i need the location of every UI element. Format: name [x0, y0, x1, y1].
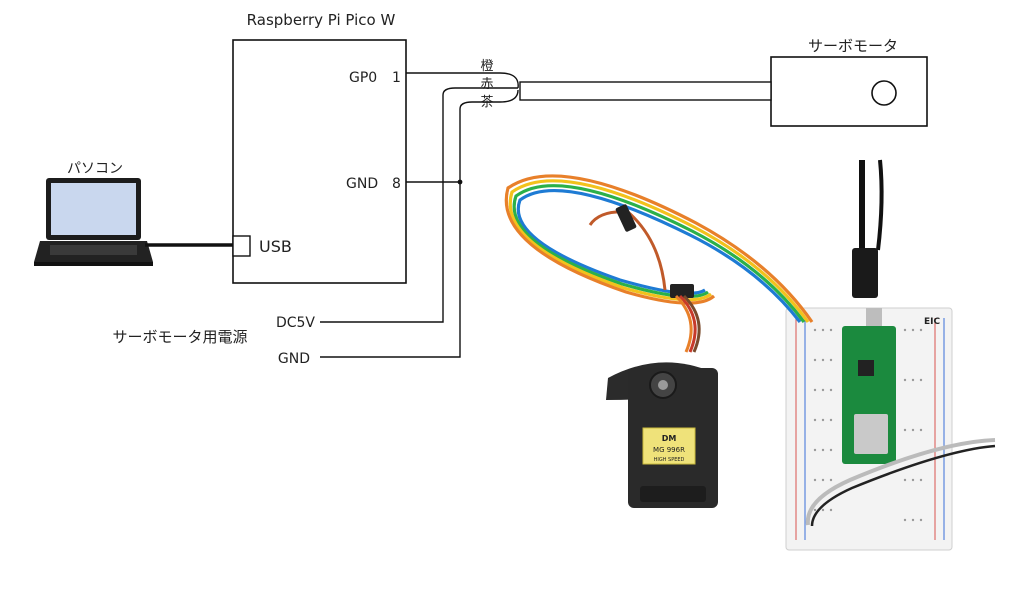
- cable-tie: [615, 204, 637, 232]
- servo-model: MG 996R: [653, 446, 685, 454]
- junction-dot: [457, 179, 463, 185]
- usb-label: USB: [259, 237, 292, 256]
- pin-gp0-name: GP0: [349, 70, 377, 86]
- servo-label: サーボモータ: [808, 37, 898, 55]
- pico-block: [232, 39, 407, 284]
- pin-gnd-number: 8: [392, 176, 401, 192]
- wire-label-red: 赤: [480, 77, 493, 92]
- servo-horn-icon: [871, 80, 897, 106]
- pin-gp0-number: 1: [392, 70, 401, 86]
- servo-leads: [674, 294, 701, 353]
- lead-connector: [670, 284, 694, 298]
- servo-brand: DM: [662, 434, 677, 443]
- pico-board-photo: [842, 308, 896, 464]
- servo-cable: [519, 81, 772, 101]
- signal-wires: [320, 72, 519, 358]
- pico-title: Raspberry Pi Pico W: [247, 11, 396, 29]
- hardware-photo: EIC: [504, 159, 996, 570]
- usb-plug: [852, 248, 878, 298]
- jumper-wires: [504, 174, 814, 323]
- laptop-icon: [34, 178, 153, 266]
- breadboard-brand: EIC: [924, 317, 940, 327]
- servo-block: [770, 56, 928, 127]
- wire-label-orange: 橙: [480, 59, 493, 74]
- power-gnd-label: GND: [278, 351, 310, 367]
- wire-label-brown: 茶: [480, 94, 493, 110]
- servo-note: HIGH SPEED: [654, 457, 685, 463]
- power-dc5v-label: DC5V: [276, 315, 315, 331]
- servo-photo: DM MG 996R HIGH SPEED: [606, 362, 718, 508]
- pc-label: パソコン: [67, 161, 123, 177]
- power-title: サーボモータ用電源: [112, 328, 247, 346]
- usb-port: [232, 235, 251, 257]
- pin-gnd-name: GND: [346, 176, 378, 192]
